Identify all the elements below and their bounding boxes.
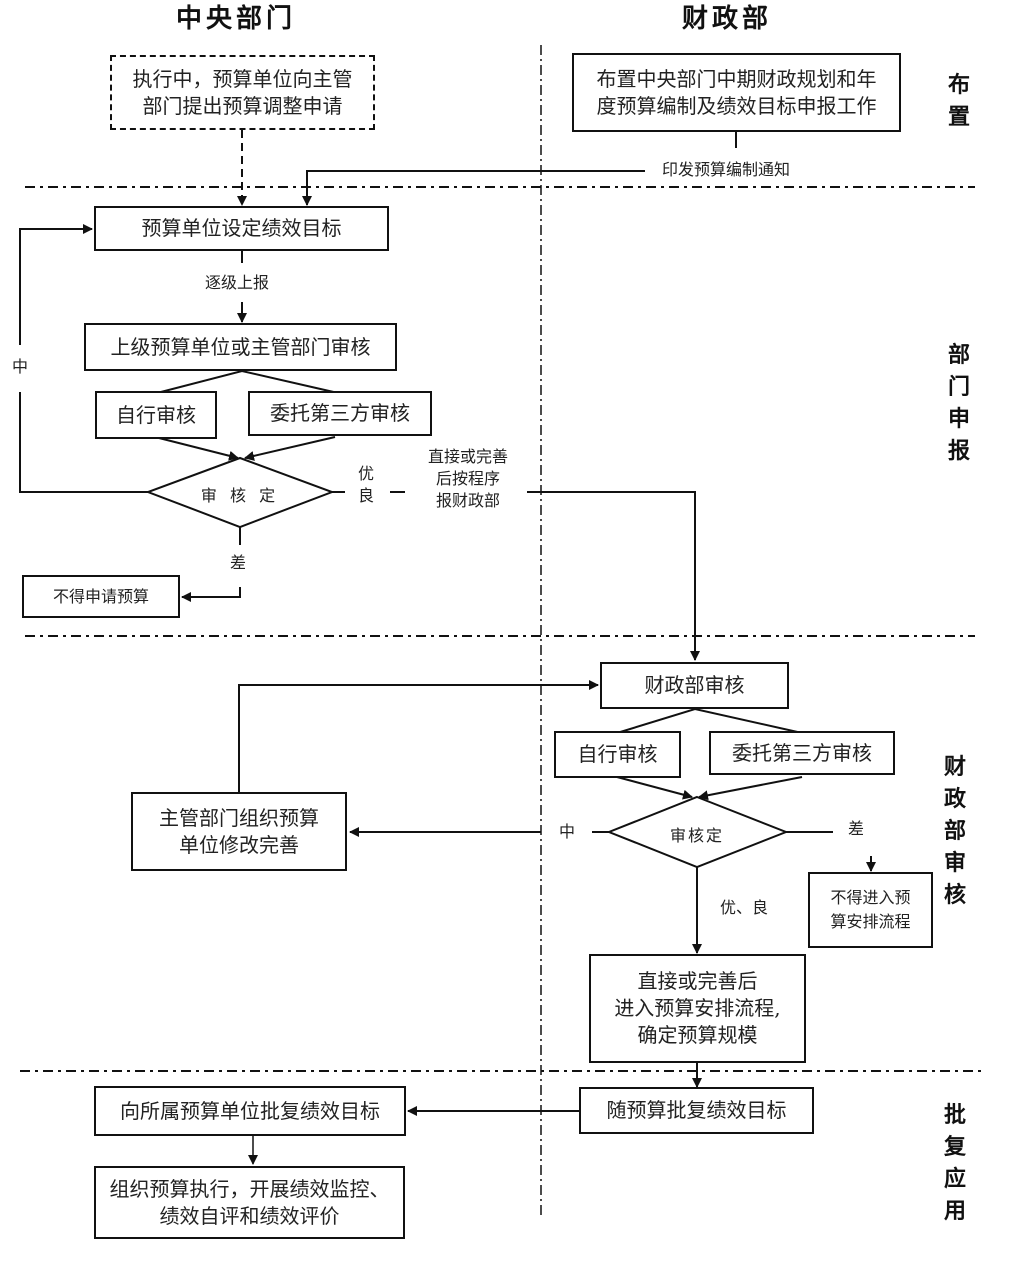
node-third-party-review-2: 委托第三方审核	[709, 731, 895, 775]
edge-revise-to-mof	[238, 680, 599, 792]
edge-label-medium-1: 中	[12, 357, 29, 376]
node-superior-review: 上级预算单位或主管部门审核	[84, 323, 397, 371]
node-execute-evaluate: 组织预算执行，开展绩效监控、 绩效自评和绩效评价	[94, 1166, 405, 1239]
node-self-review-2: 自行审核	[554, 731, 681, 778]
edge-merge-1b	[244, 436, 336, 461]
edge-merge-2a	[616, 776, 693, 800]
node-set-goals: 预算单位设定绩效目标	[94, 206, 389, 251]
edge-label-issue-notice: 印发预算编制通知	[662, 160, 791, 179]
edge-label-report-up: 逐级上报	[205, 273, 270, 292]
node-approve-with-budget: 随预算批复绩效目标	[579, 1087, 814, 1134]
edge-label-excellent-good-2: 优、良	[720, 898, 769, 917]
edge-label-poor-2: 差	[848, 819, 865, 838]
node-adjust-request: 执行中，预算单位向主管 部门提出预算调整申请	[110, 55, 375, 130]
node-dept-revise: 主管部门组织预算 单位修改完善	[131, 792, 347, 871]
decision-2-label: 审核定	[669, 826, 724, 845]
phase-label-approve: 批 复 应 用	[943, 1103, 966, 1224]
node-enter-budget-process: 直接或完善后 进入预算安排流程, 确定预算规模	[589, 954, 806, 1063]
lane-title-central-departments: 中央部门	[176, 4, 297, 34]
edge-notice-to-goals	[302, 170, 645, 206]
phase-label-declare: 部 门 申 报	[947, 343, 970, 464]
node-mof-review: 财政部审核	[600, 662, 789, 709]
decision-1-label: 审 核 定	[200, 486, 280, 505]
edge-label-poor-1: 差	[230, 553, 247, 572]
node-no-budget: 不得申请预算	[22, 575, 180, 618]
edge-label-medium-2: 中	[559, 822, 576, 841]
edge-branch-2	[616, 707, 803, 734]
edge-medium-loop-top	[19, 224, 93, 345]
node-self-review-1: 自行审核	[95, 391, 217, 439]
node-no-enter-process: 不得进入预 算安排流程	[808, 872, 933, 948]
edge-label-submit-mof: 直接或完善 后按程序 报财政部	[427, 447, 508, 510]
node-mof-deploy: 布置中央部门中期财政规划和年 度预算编制及绩效目标申报工作	[572, 53, 901, 132]
edge-label-excellent-good-1: 优 良	[358, 464, 375, 505]
edge-merge-1a	[154, 436, 239, 461]
edge-merge-2b	[698, 776, 803, 801]
lane-title-ministry-of-finance: 财政部	[682, 4, 773, 34]
edge-medium-loop	[19, 392, 148, 493]
edge-poor-1b	[181, 587, 241, 602]
edge-good-1c	[527, 491, 700, 661]
phase-label-deploy: 布 置	[947, 73, 970, 130]
phase-label-review: 财 政 部 审 核	[943, 755, 966, 908]
node-third-party-review-1: 委托第三方审核	[248, 391, 432, 436]
node-approve-to-units: 向所属预算单位批复绩效目标	[94, 1086, 406, 1136]
edge-branch-1	[156, 369, 339, 394]
